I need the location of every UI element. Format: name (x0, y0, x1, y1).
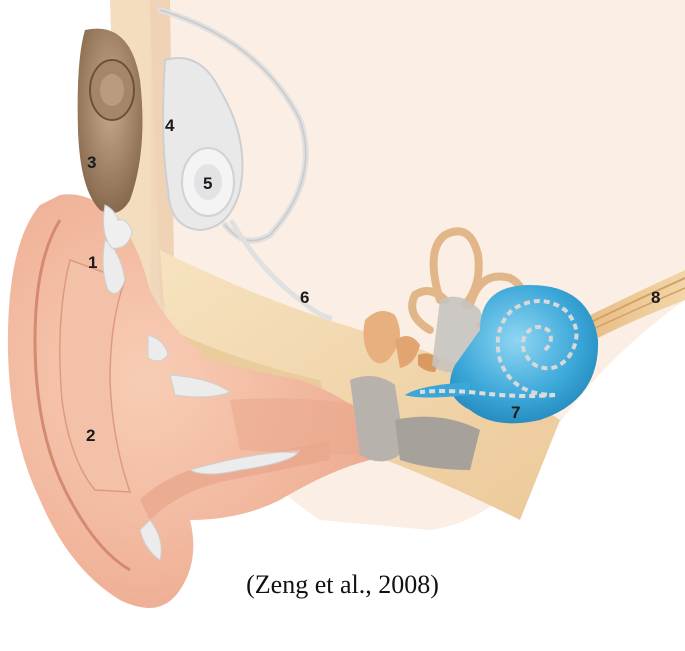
label-4: 4 (165, 116, 175, 135)
label-8: 8 (651, 288, 660, 307)
label-1: 1 (88, 253, 97, 272)
figure-caption: (Zeng et al., 2008) (0, 570, 685, 600)
label-3: 3 (87, 153, 96, 172)
label-5: 5 (203, 174, 212, 193)
label-7: 7 (511, 403, 520, 422)
label-2: 2 (86, 426, 95, 445)
label-6: 6 (300, 288, 309, 307)
